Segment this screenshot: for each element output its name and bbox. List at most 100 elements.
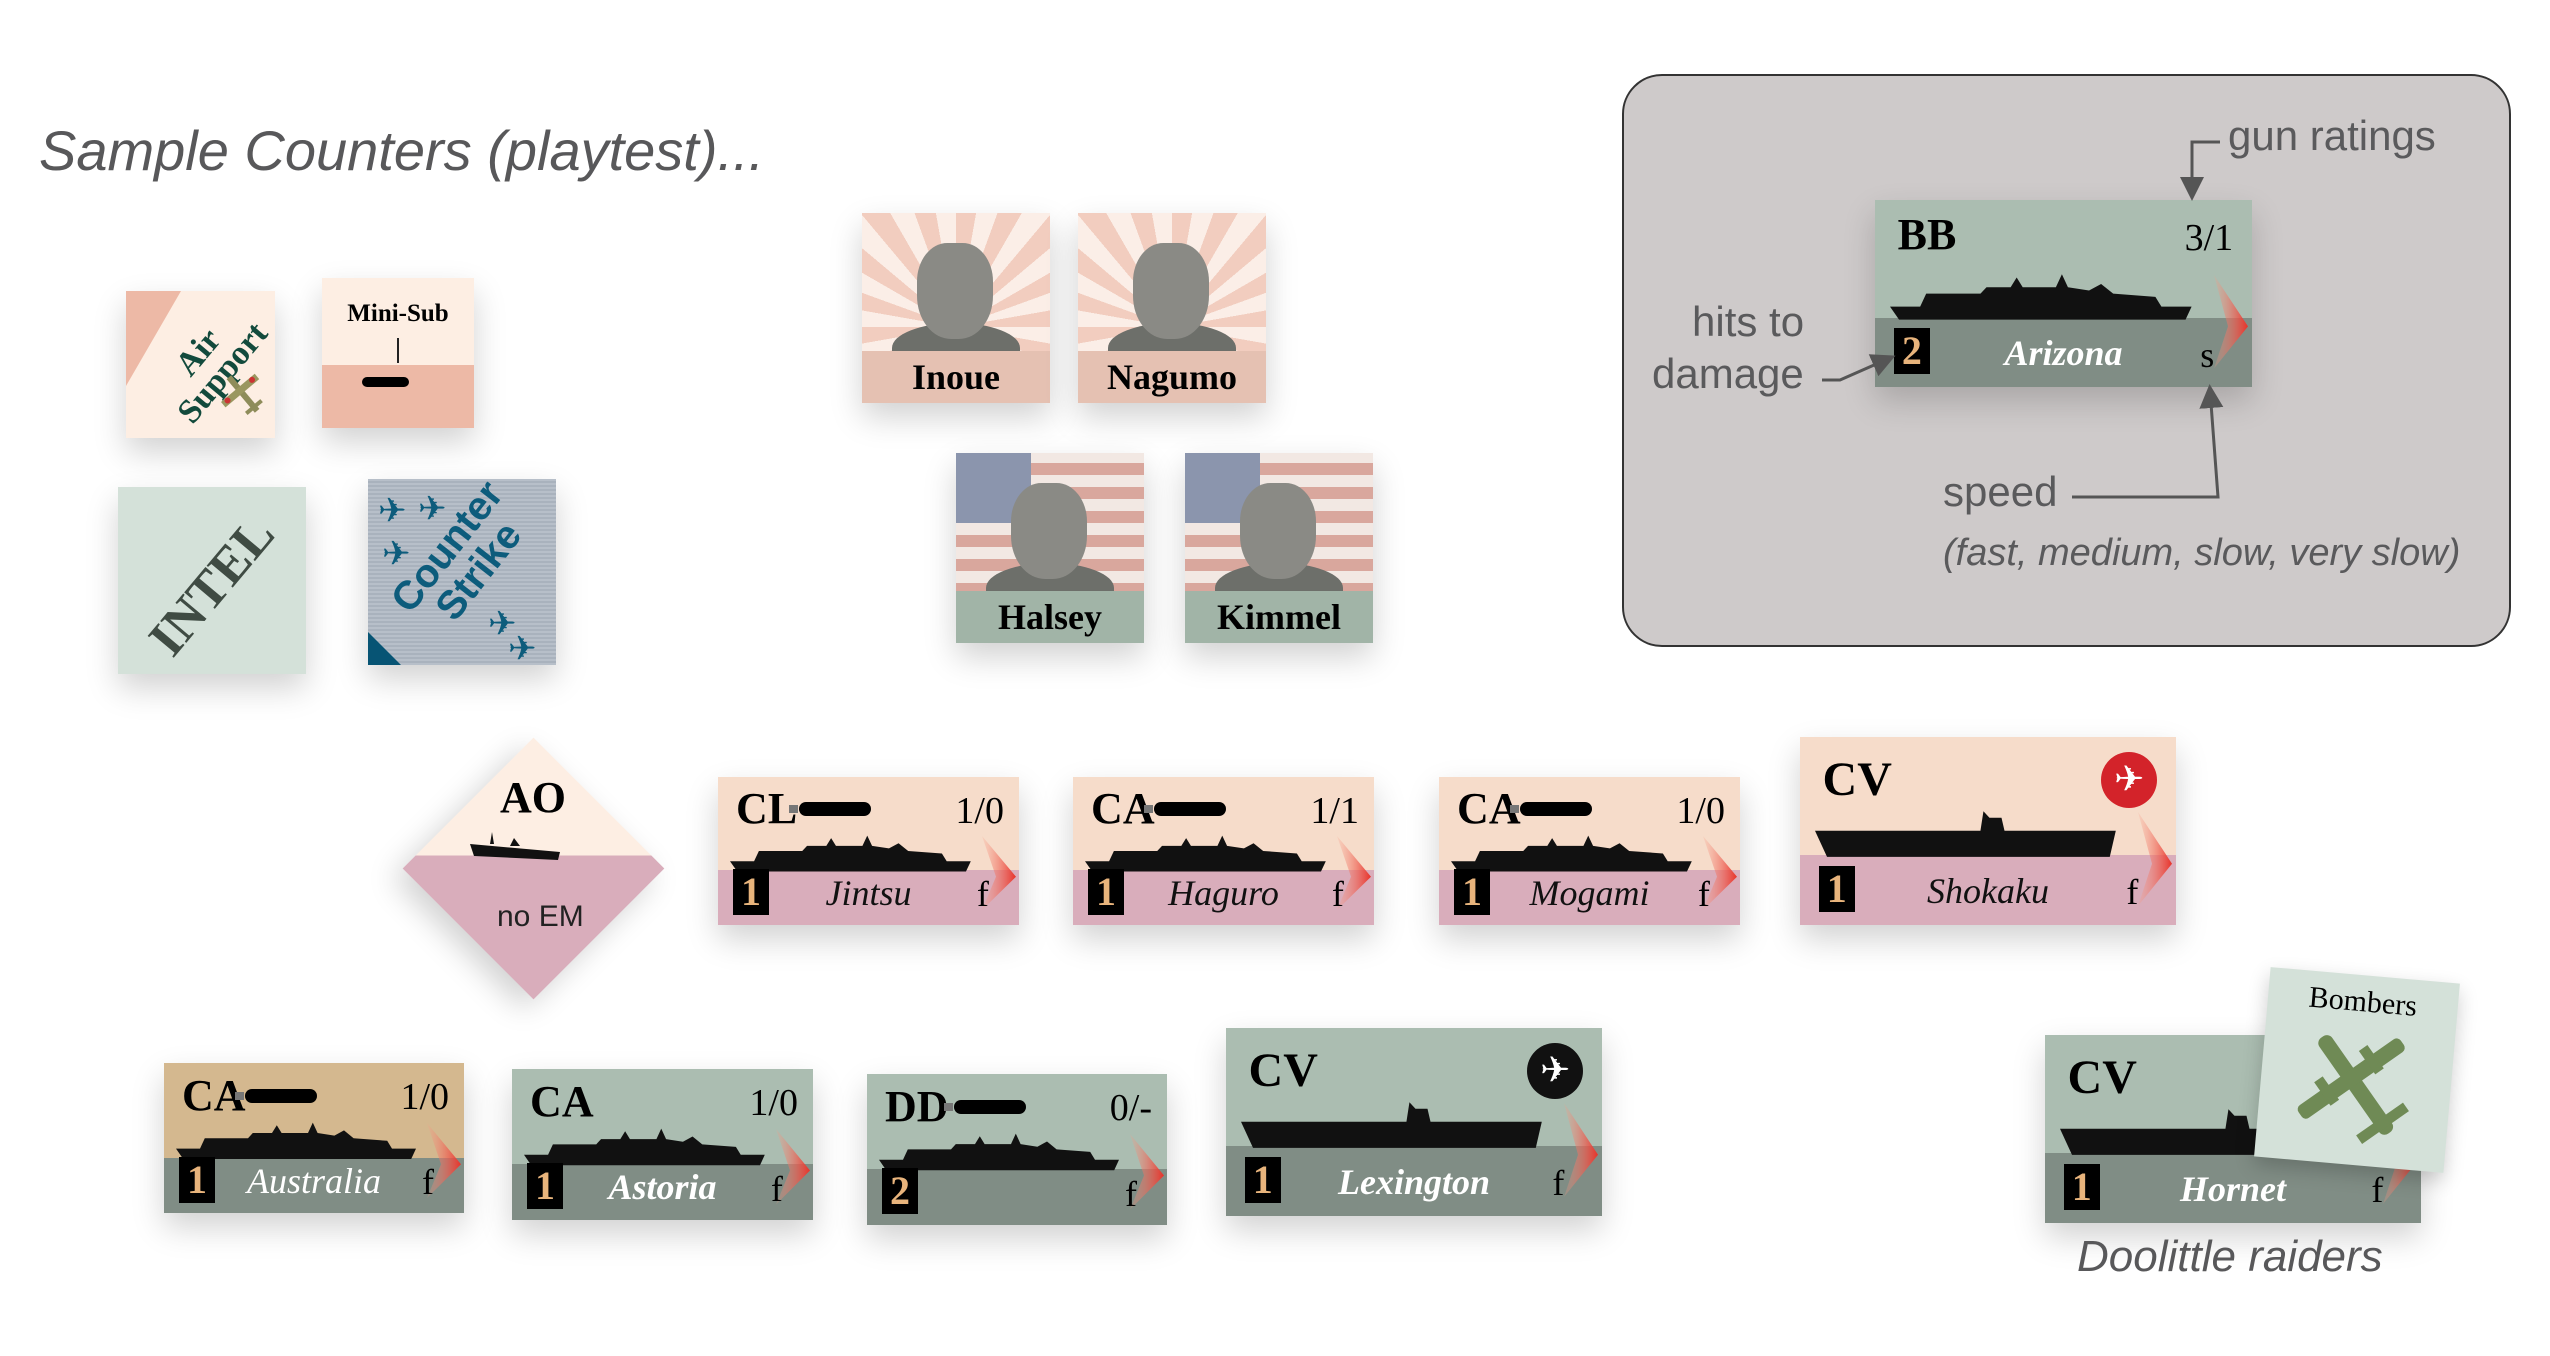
portrait-face	[1240, 483, 1316, 579]
ship-type: BB	[1897, 210, 1957, 260]
counter-band	[322, 365, 474, 428]
counter-band	[1226, 1146, 1602, 1216]
ship-speed: s	[2200, 334, 2215, 375]
speed-chevron-icon	[427, 1123, 461, 1198]
gun-rating: 1/0	[400, 1076, 449, 1118]
torpedo-icon	[1510, 802, 1593, 817]
ship-counter-shokaku[interactable]: CV ✈ 1 Shokaku f	[1800, 737, 2176, 925]
ship-silhouette-icon	[1815, 811, 2116, 858]
leader-name: Inoue	[862, 351, 1050, 403]
speed-chevron-icon	[1564, 1103, 1599, 1198]
oiler-note: no EM	[497, 900, 584, 933]
ship-type: CV	[1248, 1043, 1318, 1097]
counter-band	[1800, 855, 2176, 925]
ship-type: CA	[1457, 784, 1521, 834]
leader-counter[interactable]: Nagumo	[1078, 213, 1266, 403]
air-support-counter[interactable]: Air Support	[126, 291, 275, 438]
counter-strike-counter[interactable]: ✈ ✈ ✈ ✈ ✈ Counter Strike	[368, 479, 556, 665]
ship-speed: f	[976, 874, 989, 915]
corner-marker	[126, 291, 181, 386]
hits-to-damage: 2	[1893, 327, 1930, 374]
hits-to-damage: 1	[179, 1156, 215, 1203]
ship-silhouette-icon	[470, 832, 560, 860]
ship-name: Arizona	[2004, 332, 2123, 373]
speed-chevron-icon	[776, 1129, 810, 1205]
gun-rating: 0/-	[1109, 1087, 1152, 1130]
airplane-icon: ✈	[382, 535, 411, 573]
doolittle-caption: Doolittle raiders	[2077, 1232, 2383, 1281]
leader-counter[interactable]: Halsey	[956, 453, 1144, 643]
corner-marker	[368, 632, 401, 665]
ship-silhouette-icon	[879, 1133, 1119, 1171]
ship-silhouette-icon	[176, 1122, 416, 1159]
torpedo-icon	[789, 802, 872, 817]
submarine-icon	[362, 377, 409, 387]
ship-silhouette-icon	[1890, 274, 2192, 320]
ship-type: CV	[2067, 1050, 2137, 1104]
hits-to-damage: 1	[1454, 868, 1491, 915]
ship-speed: f	[770, 1168, 783, 1209]
ship-type: CA	[530, 1076, 594, 1126]
example-ship-counter[interactable]: BB 3/1 2 Arizona s	[1875, 200, 2252, 387]
oiler-type: AO	[500, 773, 566, 822]
aircraft-roundel-icon: ✈	[2101, 752, 2158, 809]
speed-chevron-icon	[2214, 274, 2249, 369]
speed-chevron-icon	[1337, 836, 1371, 911]
ship-name: Australia	[246, 1160, 381, 1201]
hits-to-damage: 2	[882, 1168, 918, 1215]
gun-ratings-label: gun ratings	[2228, 112, 2436, 159]
torpedo-icon	[944, 1099, 1026, 1114]
ship-silhouette-icon	[524, 1128, 765, 1166]
ship-silhouette-icon	[730, 835, 971, 872]
leader-counter[interactable]: Kimmel	[1185, 453, 1373, 643]
page-title: Sample Counters (playtest)...	[39, 119, 765, 182]
hits-to-damage: 1	[1088, 868, 1125, 915]
ship-type: CA	[1091, 784, 1155, 834]
speed-label: speed	[1943, 468, 2058, 515]
ship-speed: f	[1125, 1173, 1137, 1214]
mini-sub-counter[interactable]: Mini-Sub	[322, 278, 474, 428]
ship-type: CV	[1822, 752, 1892, 806]
speed-chevron-icon	[1703, 836, 1737, 911]
hits-to-damage: 1	[1818, 865, 1855, 912]
intel-counter[interactable]: INTEL	[118, 487, 306, 674]
mini-sub-label: Mini-Sub	[347, 300, 449, 327]
ship-name: Lexington	[1337, 1161, 1490, 1202]
speed-chevron-icon	[1130, 1134, 1164, 1210]
gun-rating: 1/0	[749, 1082, 798, 1125]
aircraft-roundel-icon: ✈	[1527, 1043, 1584, 1100]
gun-rating: 1/0	[1676, 789, 1725, 832]
ship-silhouette-icon	[1241, 1102, 1542, 1149]
ship-silhouette-icon	[1085, 835, 1326, 872]
airplane-icon: ✈	[378, 492, 407, 530]
ship-name: Astoria	[608, 1167, 717, 1208]
ship-name: Haguro	[1168, 872, 1279, 913]
counter-band	[1875, 317, 2252, 387]
leader-counter[interactable]: Inoue	[862, 213, 1050, 403]
ship-name: Shokaku	[1927, 870, 2049, 911]
portrait-face	[1133, 243, 1209, 339]
periscope-icon	[397, 338, 399, 363]
portrait-face	[917, 243, 993, 339]
airplane-icon: ✈	[418, 490, 447, 528]
hits-to-damage: 1	[2063, 1163, 2100, 1210]
ship-speed: f	[1697, 874, 1710, 915]
speed-chevron-icon	[2138, 812, 2173, 907]
ship-name: Jintsu	[825, 872, 912, 913]
gun-rating: 3/1	[2184, 216, 2234, 259]
bombers-counter[interactable]: Bombers	[2254, 967, 2460, 1173]
ship-speed: f	[1331, 874, 1344, 915]
leader-name: Kimmel	[1185, 591, 1373, 643]
speed-chevron-icon	[982, 836, 1016, 911]
portrait-face	[1011, 483, 1087, 579]
ship-type: CA	[182, 1070, 246, 1120]
ship-speed: f	[2126, 872, 2139, 913]
airplane-icon	[221, 373, 263, 415]
